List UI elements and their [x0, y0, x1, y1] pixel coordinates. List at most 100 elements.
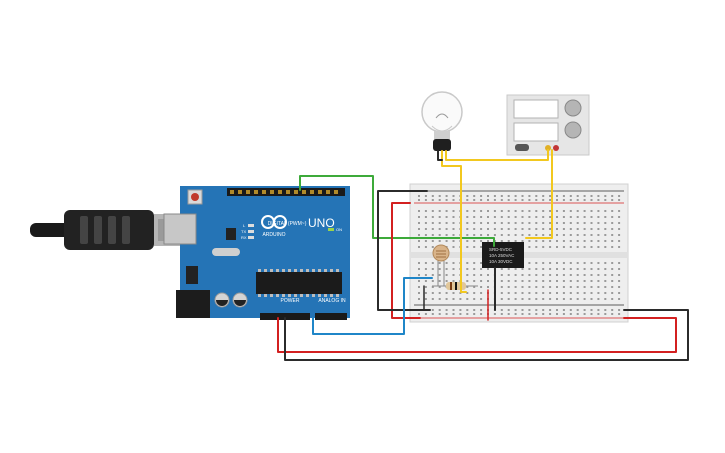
breadboard-hole[interactable]: [535, 246, 538, 248]
breadboard-hole[interactable]: [562, 222, 565, 224]
breadboard-hole[interactable]: [604, 210, 607, 212]
breadboard-hole[interactable]: [576, 313, 579, 315]
breadboard-hole[interactable]: [466, 199, 469, 201]
breadboard-hole[interactable]: [590, 313, 593, 315]
breadboard-hole[interactable]: [569, 216, 572, 218]
breadboard-hole[interactable]: [618, 313, 621, 315]
breadboard-hole[interactable]: [549, 298, 552, 300]
breadboard-hole[interactable]: [487, 234, 489, 236]
breadboard-hole[interactable]: [521, 309, 524, 311]
breadboard-hole[interactable]: [590, 216, 593, 218]
breadboard-hole[interactable]: [611, 280, 614, 282]
breadboard-hole[interactable]: [480, 199, 483, 201]
breadboard-hole[interactable]: [438, 234, 441, 236]
breadboard-hole[interactable]: [466, 286, 469, 288]
breadboard-hole[interactable]: [466, 313, 469, 315]
breadboard-hole[interactable]: [480, 222, 483, 224]
breadboard-hole[interactable]: [507, 234, 510, 236]
breadboard-hole[interactable]: [521, 216, 524, 218]
breadboard-hole[interactable]: [452, 199, 455, 201]
breadboard-hole[interactable]: [418, 195, 420, 197]
breadboard-hole[interactable]: [514, 222, 517, 224]
power-switch[interactable]: [515, 144, 529, 151]
breadboard-hole[interactable]: [473, 222, 476, 224]
breadboard-hole[interactable]: [445, 195, 448, 197]
breadboard-hole[interactable]: [521, 222, 524, 224]
breadboard-hole[interactable]: [569, 199, 572, 201]
breadboard-hole[interactable]: [431, 298, 434, 300]
breadboard-hole[interactable]: [597, 298, 600, 300]
breadboard-hole[interactable]: [583, 286, 586, 288]
breadboard-hole[interactable]: [569, 240, 572, 242]
relay-module[interactable]: SRD-5VDC 10A 250VAC 10A 30VDC: [482, 242, 524, 268]
breadboard-hole[interactable]: [604, 286, 607, 288]
breadboard-hole[interactable]: [583, 274, 586, 276]
breadboard-hole[interactable]: [569, 262, 572, 264]
breadboard-hole[interactable]: [452, 298, 455, 300]
breadboard-hole[interactable]: [500, 210, 503, 212]
breadboard-hole[interactable]: [521, 313, 524, 315]
breadboard-hole[interactable]: [556, 228, 558, 230]
breadboard-hole[interactable]: [528, 286, 531, 288]
breadboard-hole[interactable]: [480, 216, 483, 218]
breadboard-hole[interactable]: [535, 262, 538, 264]
breadboard-hole[interactable]: [438, 313, 441, 315]
breadboard-hole[interactable]: [618, 195, 621, 197]
breadboard-hole[interactable]: [480, 313, 483, 315]
breadboard-hole[interactable]: [514, 199, 517, 201]
breadboard-hole[interactable]: [562, 210, 565, 212]
breadboard-hole[interactable]: [514, 228, 517, 230]
breadboard-hole[interactable]: [583, 228, 586, 230]
breadboard-hole[interactable]: [507, 228, 510, 230]
breadboard-hole[interactable]: [521, 298, 524, 300]
breadboard-hole[interactable]: [507, 298, 510, 300]
breadboard-hole[interactable]: [542, 240, 545, 242]
breadboard-hole[interactable]: [473, 268, 476, 270]
arduino-uno-board[interactable]: DIGITAL (PWM~) ARDUINO UNO L TX RX ON: [163, 186, 350, 320]
breadboard-hole[interactable]: [576, 210, 579, 212]
breadboard-hole[interactable]: [431, 313, 434, 315]
breadboard-hole[interactable]: [528, 280, 531, 282]
breadboard-hole[interactable]: [590, 292, 593, 294]
breadboard-hole[interactable]: [445, 240, 448, 242]
breadboard-hole[interactable]: [542, 274, 545, 276]
breadboard-hole[interactable]: [528, 228, 531, 230]
breadboard-hole[interactable]: [431, 309, 434, 311]
breadboard-hole[interactable]: [438, 210, 441, 212]
wire-red-5v[interactable]: [277, 317, 677, 353]
breadboard-hole[interactable]: [514, 216, 517, 218]
breadboard-hole[interactable]: [556, 268, 558, 270]
breadboard-hole[interactable]: [569, 246, 572, 248]
breadboard-hole[interactable]: [549, 246, 552, 248]
breadboard-hole[interactable]: [445, 199, 448, 201]
breadboard-hole[interactable]: [438, 262, 441, 264]
breadboard-hole[interactable]: [611, 274, 614, 276]
breadboard-hole[interactable]: [556, 274, 558, 276]
breadboard-hole[interactable]: [473, 298, 476, 300]
breadboard-hole[interactable]: [583, 280, 586, 282]
breadboard-hole[interactable]: [528, 309, 531, 311]
breadboard-hole[interactable]: [507, 222, 510, 224]
breadboard-hole[interactable]: [549, 280, 552, 282]
breadboard-hole[interactable]: [528, 298, 531, 300]
breadboard-hole[interactable]: [542, 309, 545, 311]
breadboard-hole[interactable]: [480, 246, 483, 248]
breadboard-hole[interactable]: [445, 280, 448, 282]
breadboard-hole[interactable]: [597, 274, 600, 276]
breadboard-hole[interactable]: [514, 286, 517, 288]
breadboard-hole[interactable]: [466, 309, 469, 311]
breadboard-hole[interactable]: [459, 313, 462, 315]
breadboard-hole[interactable]: [604, 234, 607, 236]
breadboard-hole[interactable]: [487, 280, 489, 282]
breadboard-hole[interactable]: [418, 292, 420, 294]
breadboard-hole[interactable]: [438, 268, 441, 270]
breadboard-hole[interactable]: [445, 222, 448, 224]
photoresistor[interactable]: [432, 244, 450, 286]
breadboard-hole[interactable]: [507, 268, 510, 270]
breadboard-hole[interactable]: [597, 280, 600, 282]
breadboard-hole[interactable]: [473, 195, 476, 197]
breadboard-hole[interactable]: [576, 262, 579, 264]
breadboard-hole[interactable]: [424, 234, 427, 236]
breadboard-hole[interactable]: [473, 234, 476, 236]
power-header[interactable]: [260, 313, 310, 320]
